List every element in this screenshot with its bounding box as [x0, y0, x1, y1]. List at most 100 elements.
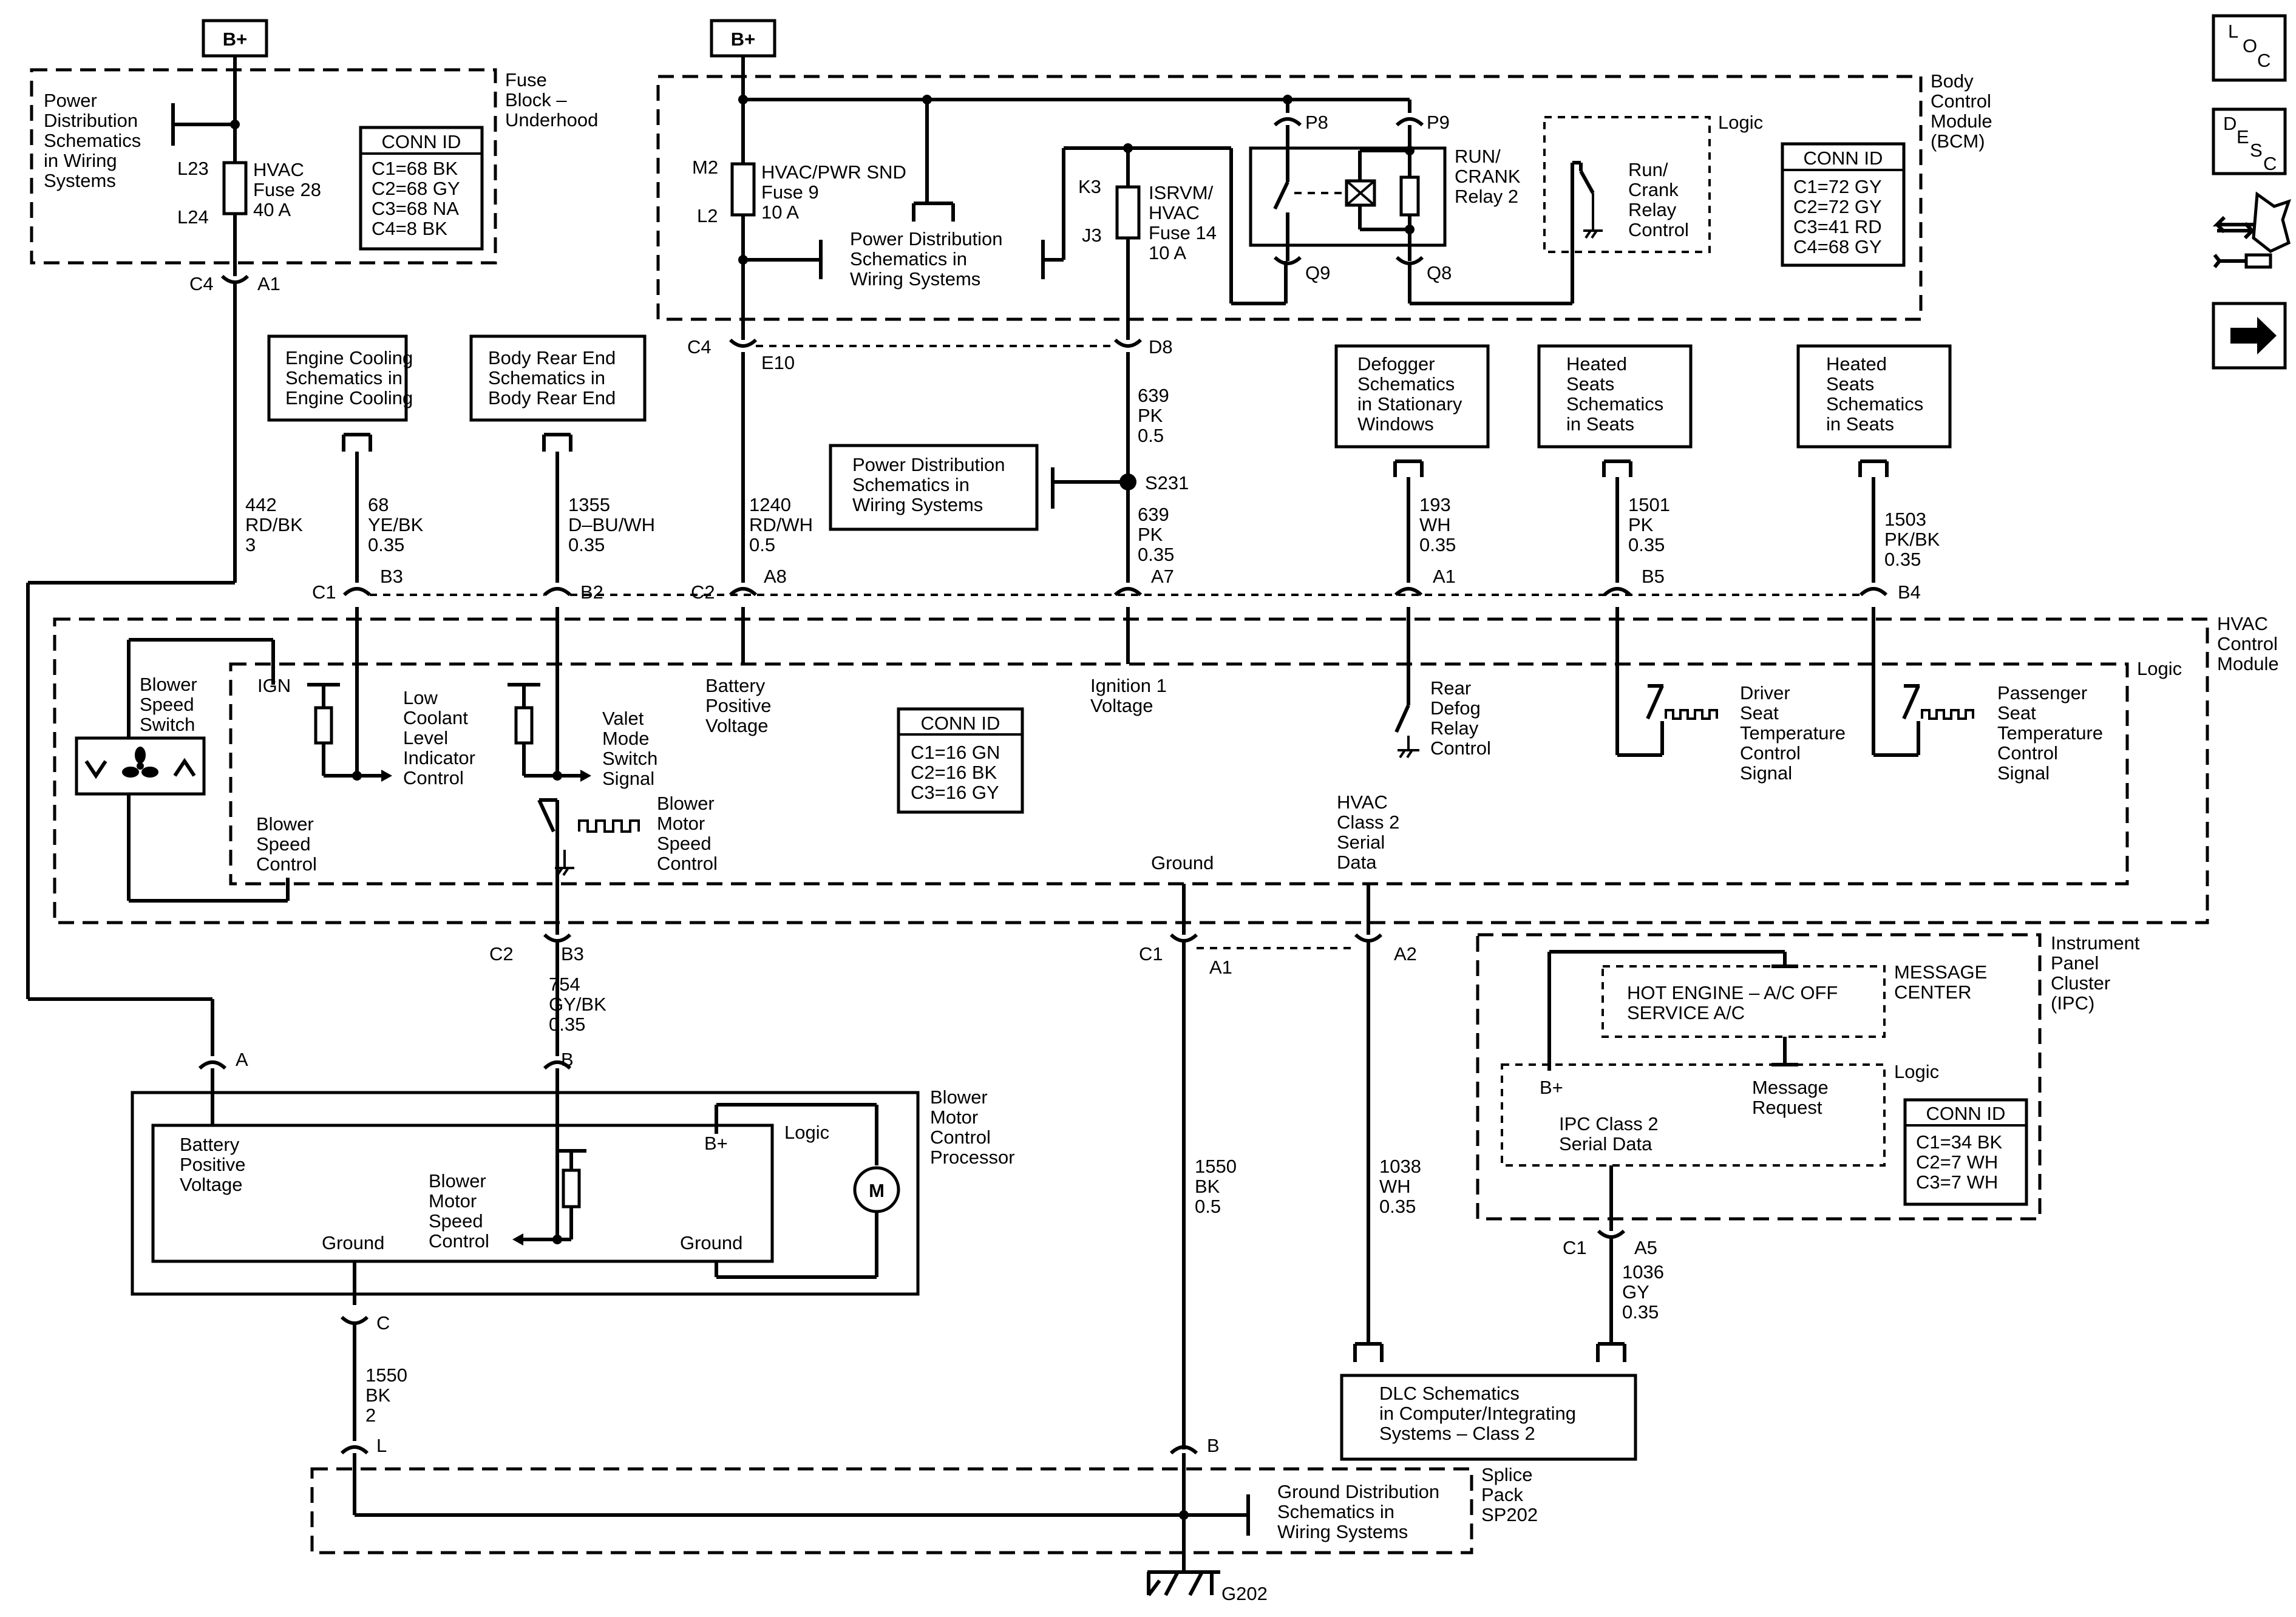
svg-text:639 PK 0.5: 639 PK 0.5: [1138, 385, 1174, 446]
body-control-module: Body Control Module (BCM) M2 L2 HVAC/PWR…: [656, 56, 1997, 340]
svg-text:D8: D8: [1149, 336, 1173, 358]
svg-text:C2: C2: [489, 943, 514, 964]
svg-text:Logic: Logic: [1894, 1061, 1939, 1082]
ground-g202-label: G202: [1221, 1583, 1268, 1604]
bplus-right-source: B+: [710, 19, 776, 58]
svg-text:C4: C4: [189, 273, 214, 294]
wire-754: 754 GY/BK 0.35: [549, 940, 606, 1056]
message-request-label: Message Request: [1752, 1077, 1833, 1118]
svg-text:B+: B+: [704, 1133, 728, 1154]
ipc-logic: [1501, 1063, 1886, 1167]
wire-1503: 1503 PK/BK 0.35: [1884, 509, 1945, 570]
svg-text:C1=34 BK C2=7 WH C: C1=34 BK C2=7 WH C3=7 WH: [1916, 1131, 2008, 1193]
svg-text:L: L: [376, 1435, 387, 1456]
svg-text:IGN: IGN: [257, 675, 291, 696]
run-crank-relay-2: [1249, 146, 1447, 247]
dlc-reference[interactable]: DLC Schematics in Computer/Integrating S…: [1340, 1342, 1637, 1461]
wire-1501: 1501 PK 0.35: [1628, 494, 1676, 555]
svg-text:Logic: Logic: [2137, 658, 2182, 679]
isrvm-hvac-fuse-14: [1115, 185, 1141, 240]
splice-s231-label: S231: [1145, 472, 1189, 493]
fan-high-icon: [173, 758, 196, 777]
splice-pack-label: Splice Pack SP202: [1481, 1464, 1538, 1525]
heated-seats-reference-1[interactable]: Heated Seats Schematics in Seats: [1537, 344, 1693, 583]
svg-text:68 YE/BK 0.35: 68 YE/BK 0.35: [368, 494, 429, 555]
body-rear-end-reference[interactable]: Body Rear End Schematics in Body Rear En…: [469, 334, 647, 583]
hvac-module-title: HVAC Control Module: [2217, 613, 2283, 674]
message-center-text: HOT ENGINE – A/C OFF SERVICE A/C: [1627, 982, 1843, 1023]
bcm-power-distribution-reference: Power Distribution Schematics in Wiring …: [850, 228, 1008, 290]
defogger-reference[interactable]: Defogger Schematics in Stationary Window…: [1334, 344, 1490, 583]
svg-text:A: A: [236, 1049, 248, 1070]
fuse-14-label: ISRVM/ HVAC Fuse 14 10 A: [1149, 182, 1222, 263]
svg-text:C2: C2: [691, 581, 715, 603]
blower-speed-switch-label: Blower Speed Switch: [140, 674, 202, 735]
hvac-ground-label: Ground: [1151, 852, 1214, 873]
svg-text:P9: P9: [1427, 112, 1450, 133]
passenger-seat-label: Passenger Seat Temperature Control Signa…: [1997, 682, 2108, 784]
power-distribution-s231-reference[interactable]: Power Distribution Schematics in Wiring …: [829, 444, 1136, 531]
fuse-block-title: Fuse Block – Underhood: [505, 69, 598, 131]
pin-m2: M2: [692, 157, 718, 178]
blower-motor-control-processor: A B Blower Motor Control Processor Logic…: [131, 1049, 1015, 1305]
svg-text:Body Rear End Schematics: Body Rear End Schematics in Body Rear En…: [488, 347, 621, 408]
message-center-label: MESSAGE CENTER: [1894, 961, 1992, 1003]
run-crank-relay-control: Run/ Crank Relay Control: [1628, 159, 1689, 240]
loc-icon[interactable]: L O C: [2212, 14, 2287, 82]
bcm-conn-id: [1781, 142, 1906, 267]
blower-connector-c: C 1550 BK 2: [340, 1312, 407, 1441]
svg-text:B2: B2: [580, 581, 603, 603]
blower-processor-title: Blower Motor Control Processor: [930, 1086, 1015, 1168]
svg-text:A1: A1: [257, 273, 280, 294]
svg-text:1240 RD/WH 0.5: 1240 RD/WH 0.5: [749, 494, 818, 555]
svg-text:1503 PK/BK 0.35: 1503 PK/BK 0.35: [1884, 509, 1945, 570]
svg-text:CONN ID: CONN ID: [1926, 1103, 2006, 1124]
svg-text:1550 BK 0.5: 1550 BK 0.5: [1195, 1156, 1242, 1217]
bplus-right-label: B+: [731, 29, 756, 50]
engine-cooling-reference[interactable]: Engine Cooling Schematics in Engine Cool…: [267, 334, 418, 583]
battery-positive-label: Battery Positive Voltage: [705, 675, 776, 736]
svg-text:639 PK 0.35: 639 PK 0.35: [1138, 504, 1174, 565]
low-coolant-label: Low Coolant Level Indicator Control: [403, 687, 481, 788]
connector-tool-icon[interactable]: [2212, 191, 2291, 269]
svg-text:P8: P8: [1305, 112, 1328, 133]
run-crank-relay-label: RUN/ CRANK Relay 2: [1455, 146, 1526, 207]
svg-text:S: S: [2250, 140, 2263, 161]
svg-text:Defogger Schematics: Defogger Schematics in Stationary Window…: [1357, 353, 1467, 435]
ground-g202: G202: [1147, 1570, 1268, 1604]
hvac-class2-label: HVAC Class 2 Serial Data: [1337, 792, 1405, 873]
ground-distribution-reference[interactable]: Ground Distribution Schematics in Wiring…: [1277, 1481, 1445, 1542]
bcm-title: Body Control Module (BCM): [1931, 70, 1997, 152]
svg-text:B3: B3: [561, 943, 584, 964]
bcm-logic: [1543, 116, 1711, 253]
svg-text:CONN ID: CONN ID: [1804, 147, 1883, 169]
next-arrow-icon[interactable]: [2212, 302, 2287, 370]
svg-text:B3: B3: [380, 566, 403, 587]
blower-motor-speed-label: Blower Motor Speed Control: [657, 793, 719, 874]
heated-seats-reference-2[interactable]: Heated Seats Schematics in Seats: [1796, 344, 1952, 583]
svg-text:A7: A7: [1151, 566, 1174, 587]
wire-639: 639 PK 0.5 S231 639 PK 0.35: [1126, 352, 1189, 583]
svg-text:Ground: Ground: [322, 1232, 384, 1253]
svg-text:C1: C1: [312, 581, 336, 603]
desc-icon[interactable]: D E S C: [2212, 107, 2287, 175]
svg-text:D: D: [2223, 113, 2237, 134]
svg-text:1501 PK 0.35: 1501 PK 0.35: [1628, 494, 1676, 555]
message-center: [1601, 965, 1886, 1038]
hvac-top-connectors: C1 B3 B2 C2 A8 A7 A1 B5 B4: [312, 566, 1921, 603]
ipc-serial-data-label: IPC Class 2 Serial Data: [1559, 1113, 1663, 1154]
fuse-9-label: HVAC/PWR SND Fuse 9 10 A: [761, 161, 911, 223]
instrument-panel-cluster: Instrument Panel Cluster (IPC) MESSAGE C…: [1476, 932, 2140, 1231]
fuse-block-underhood: Fuse Block – Underhood Power Distributio…: [30, 56, 598, 276]
blower-speed-control-label: Blower Speed Control: [256, 813, 319, 875]
svg-text:A1: A1: [1433, 566, 1456, 587]
wire-68: 68 YE/BK 0.35: [368, 494, 429, 555]
ipc-connector-c1-a5: C1 A5 1036 GY 0.35: [1563, 1229, 1664, 1344]
wire-1355: 1355 D–BU/WH 0.35: [568, 494, 655, 555]
pin-l2: L2: [697, 205, 718, 226]
rear-defog-label: Rear Defog Relay Control: [1430, 677, 1491, 759]
pin-j3: J3: [1082, 225, 1102, 246]
svg-text:A8: A8: [764, 566, 787, 587]
svg-text:C1=68 BK C2=68 GY: C1=68 BK C2=68 GY C3=68 NA C4=8 BK: [372, 158, 465, 239]
hvac-fuse-28: [222, 161, 248, 215]
